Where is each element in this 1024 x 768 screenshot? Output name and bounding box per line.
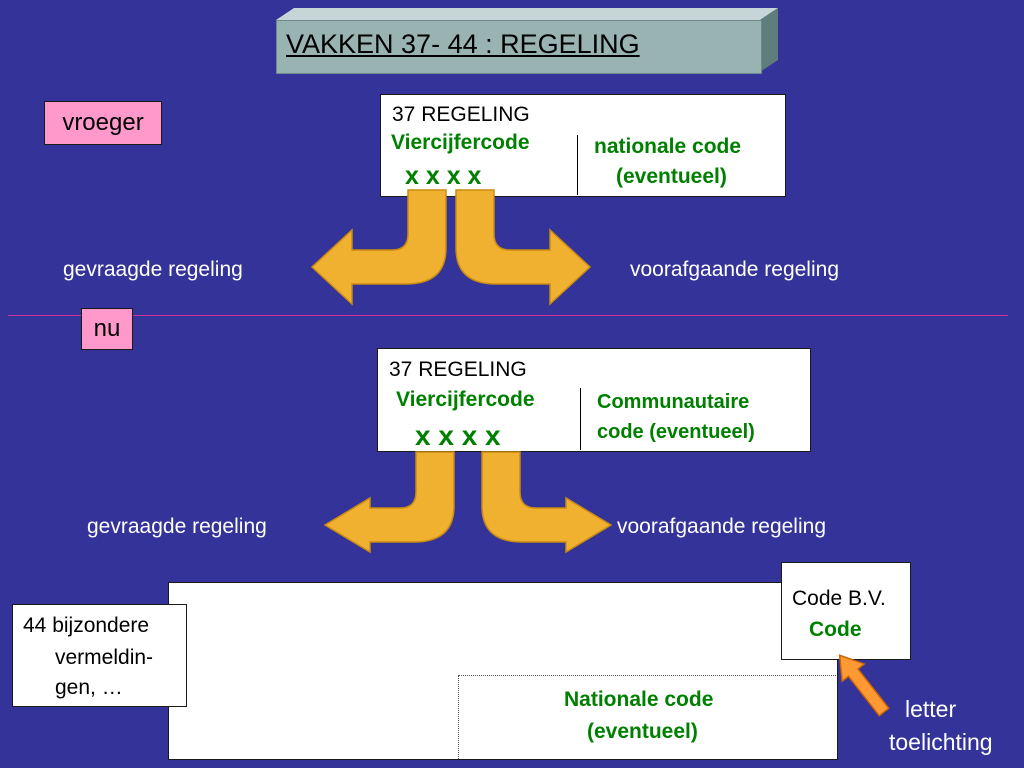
box44-label-line1: 44 bijzondere (23, 614, 150, 637)
present-right-code-line1: Communautaire (597, 391, 750, 413)
past-right-code-line2: (eventueel) (616, 165, 727, 188)
box44-label-box (12, 604, 187, 707)
present-code-box (377, 348, 811, 452)
past-arrow-right-label: voorafgaande regeling (630, 258, 839, 281)
box44-label-line2: vermeldin- (55, 646, 154, 669)
present-left-code-label: Viercijfercode (396, 388, 535, 411)
present-arrow-left (323, 451, 455, 554)
past-right-code-line1: nationale code (594, 135, 742, 158)
code-bv-line1: Code B.V. (792, 587, 886, 610)
present-left-code-value: x x x x (415, 420, 501, 451)
past-arrow-left (310, 189, 447, 306)
title-box (276, 20, 762, 74)
national-code-line1: Nationale code (564, 688, 714, 711)
box44-main (168, 582, 838, 760)
present-arrow-right (481, 451, 613, 554)
national-code-line2: (eventueel) (587, 720, 698, 743)
present-code-box-divider (580, 388, 581, 450)
present-right-code-line2: code (eventueel) (597, 421, 755, 443)
present-box-heading: 37 REGELING (389, 358, 527, 381)
past-code-box-divider (577, 135, 578, 195)
national-code-area (458, 675, 836, 759)
past-box-heading: 37 REGELING (392, 103, 530, 126)
pointer-label-line2: toelichting (889, 729, 993, 755)
past-arrow-right (455, 189, 592, 306)
pointer-label-line1: letter (905, 696, 957, 722)
present-arrow-left-label: gevraagde regeling (87, 515, 267, 538)
past-code-box (380, 94, 786, 197)
page-title: VAKKEN 37- 44 : REGELING (286, 29, 640, 59)
past-left-code-value: x x x x (405, 162, 482, 190)
tag-vroeger: vroeger (44, 101, 162, 145)
code-bv-box (781, 562, 911, 660)
present-arrow-right-label: voorafgaande regeling (617, 515, 826, 538)
box44-label-line3: gen, … (55, 676, 123, 699)
section-divider (8, 315, 1008, 316)
tag-nu: nu (81, 308, 133, 350)
past-left-code-label: Viercijfercode (391, 131, 530, 154)
past-arrow-left-label: gevraagde regeling (63, 258, 243, 281)
code-bv-line2: Code (809, 618, 862, 641)
